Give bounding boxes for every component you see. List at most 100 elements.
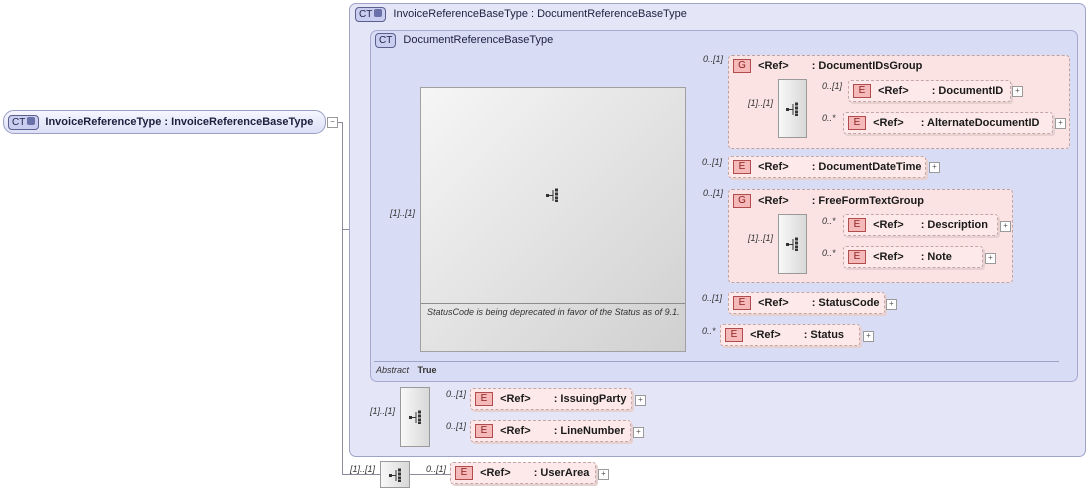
group-tag: G: [733, 59, 751, 73]
alternate-document-id-cardinality: 0..*: [822, 113, 836, 123]
sequence-icon: [786, 102, 798, 116]
element-line-number[interactable]: E <Ref> : LineNumber: [470, 420, 631, 442]
description-cardinality: 0..*: [822, 216, 836, 226]
root-type-title: InvoiceReferenceType : InvoiceReferenceB…: [45, 116, 314, 128]
element-name: : LineNumber: [553, 425, 625, 437]
free-form-text-group-cardinality: 0..[1]: [703, 188, 724, 198]
collapse-icon[interactable]: −: [327, 117, 338, 128]
expand-icon[interactable]: +: [929, 162, 940, 173]
main-sequence-cardinality: [1]..[1]: [390, 208, 416, 218]
outer-ct-header: CT InvoiceReferenceBaseType : DocumentRe…: [355, 7, 687, 22]
root-sequence[interactable]: [380, 461, 410, 488]
expand-icon[interactable]: +: [1012, 86, 1023, 97]
root-complex-type[interactable]: CT InvoiceReferenceType : InvoiceReferen…: [3, 110, 326, 134]
main-sequence-box[interactable]: StatusCode is being deprecated in favor …: [420, 87, 686, 352]
element-name: : IssuingParty: [553, 393, 627, 405]
element-name: : Description: [920, 219, 988, 231]
root-sequence-cardinality: [1]..[1]: [350, 464, 376, 474]
expand-icon[interactable]: +: [1055, 118, 1066, 129]
annotation-text: StatusCode is being deprecated in favor …: [427, 307, 680, 317]
user-area-cardinality: 0..[1]: [426, 464, 447, 474]
ct-plus-icon: [27, 117, 36, 126]
expand-icon[interactable]: +: [633, 427, 644, 438]
sequence-icon: [389, 468, 401, 482]
inner-ct-title: DocumentReferenceBaseType: [403, 34, 554, 46]
ref-label: <Ref>: [500, 425, 531, 437]
ref-label: <Ref>: [873, 117, 904, 129]
ref-label: <Ref>: [878, 85, 909, 97]
element-name: : DocumentDateTime: [811, 161, 922, 173]
element-tag: E: [475, 424, 493, 438]
ref-label: <Ref>: [750, 329, 781, 341]
free-form-text-sequence-cardinality: [1]..[1]: [748, 233, 774, 243]
expand-icon[interactable]: +: [886, 299, 897, 310]
element-status[interactable]: E <Ref> : Status: [720, 324, 860, 346]
issuing-party-cardinality: 0..[1]: [446, 389, 467, 399]
element-document-date-time[interactable]: E <Ref> : DocumentDateTime: [728, 156, 926, 178]
line-number-cardinality: 0..[1]: [446, 421, 467, 431]
element-document-id[interactable]: E <Ref> : DocumentID: [848, 80, 1011, 102]
element-tag: E: [853, 84, 871, 98]
element-description[interactable]: E <Ref> : Description: [843, 214, 998, 236]
abstract-value: True: [417, 365, 437, 375]
complex-type-badge: CT: [8, 115, 40, 130]
ref-label: <Ref>: [758, 195, 789, 207]
element-tag: E: [725, 328, 743, 342]
free-form-text-sequence[interactable]: [778, 214, 807, 274]
divider: [374, 361, 1059, 362]
document-ids-sequence[interactable]: [778, 79, 807, 138]
abstract-label: Abstract: [376, 365, 410, 375]
complex-type-badge: CT: [355, 7, 387, 22]
ref-label: <Ref>: [480, 467, 511, 479]
ct-plus-icon: [374, 9, 383, 18]
ref-label: <Ref>: [500, 393, 531, 405]
element-name: : AlternateDocumentID: [920, 117, 1040, 129]
group-tag: G: [733, 194, 751, 208]
element-tag: E: [848, 218, 866, 232]
element-tag: E: [455, 466, 473, 480]
element-user-area[interactable]: E <Ref> : UserArea: [450, 462, 596, 484]
document-id-cardinality: 0..[1]: [822, 81, 843, 91]
status-cardinality: 0..*: [702, 326, 716, 336]
document-ids-sequence-cardinality: [1]..[1]: [748, 98, 774, 108]
element-alternate-document-id[interactable]: E <Ref> : AlternateDocumentID: [843, 112, 1053, 134]
expand-icon[interactable]: +: [985, 253, 996, 264]
ref-label: <Ref>: [873, 219, 904, 231]
abstract-row: Abstract True: [376, 365, 437, 375]
base-sequence[interactable]: [400, 387, 430, 447]
expand-icon[interactable]: +: [1000, 221, 1011, 232]
expand-icon[interactable]: +: [635, 395, 646, 406]
expand-icon[interactable]: +: [598, 469, 609, 480]
element-name: : DocumentID: [931, 85, 1004, 97]
status-code-cardinality: 0..[1]: [702, 293, 723, 303]
ref-label: <Ref>: [758, 161, 789, 173]
document-date-time-cardinality: 0..[1]: [702, 157, 723, 167]
ref-label: <Ref>: [758, 297, 789, 309]
element-issuing-party[interactable]: E <Ref> : IssuingParty: [470, 388, 632, 410]
base-sequence-cardinality: [1]..[1]: [370, 406, 396, 416]
ref-label: <Ref>: [758, 60, 789, 72]
sequence-icon: [409, 410, 421, 424]
element-tag: E: [848, 116, 866, 130]
sequence-icon: [546, 188, 558, 202]
document-ids-group-label: G <Ref> : DocumentIDsGroup: [733, 59, 922, 73]
group-name: : FreeFormTextGroup: [811, 195, 924, 207]
document-ids-group-cardinality: 0..[1]: [703, 54, 724, 64]
expand-icon[interactable]: +: [863, 331, 874, 342]
outer-ct-title: InvoiceReferenceBaseType : DocumentRefer…: [393, 8, 687, 20]
element-name: : Note: [920, 251, 952, 263]
element-status-code[interactable]: E <Ref> : StatusCode: [728, 292, 885, 314]
note-cardinality: 0..*: [822, 248, 836, 258]
element-tag: E: [733, 160, 751, 174]
ref-label: <Ref>: [873, 251, 904, 263]
element-tag: E: [475, 392, 493, 406]
group-name: : DocumentIDsGroup: [811, 60, 923, 72]
element-note[interactable]: E <Ref> : Note: [843, 246, 983, 268]
element-tag: E: [733, 296, 751, 310]
complex-type-badge: CT: [375, 33, 397, 48]
element-tag: E: [848, 250, 866, 264]
sequence-icon: [786, 237, 798, 251]
element-name: : StatusCode: [811, 297, 880, 309]
free-form-text-group-label: G <Ref> : FreeFormTextGroup: [733, 194, 924, 208]
element-name: : Status: [803, 329, 845, 341]
